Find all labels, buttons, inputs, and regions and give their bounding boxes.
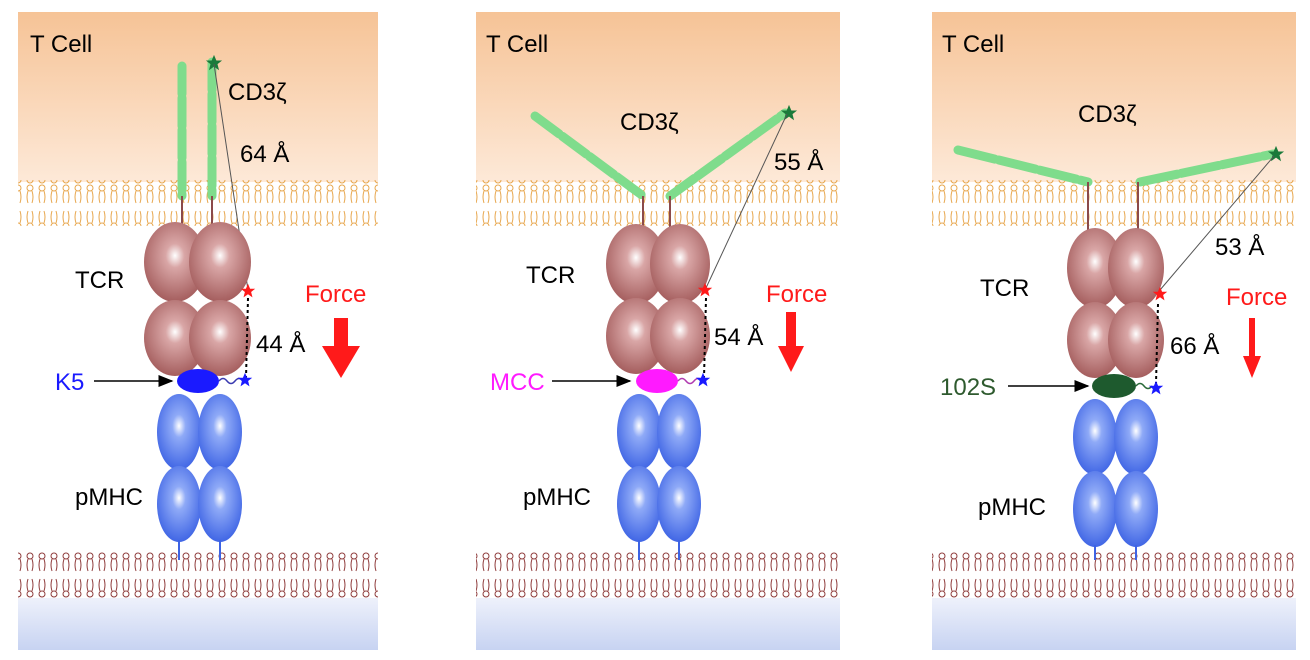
pmhc-complex	[1073, 399, 1158, 547]
apc-region	[18, 598, 378, 650]
apc-membrane	[476, 552, 840, 598]
peptide-label: MCC	[490, 369, 545, 396]
lower-distance: 54 Å	[714, 323, 763, 351]
peptide-star	[237, 372, 253, 387]
cell-label: T Cell	[30, 31, 92, 58]
cd3-label: CD3ζ	[1078, 101, 1137, 128]
apc-region	[932, 598, 1296, 650]
t-cell-region	[932, 12, 1296, 182]
upper-distance: 53 Å	[1215, 233, 1264, 261]
apc-region	[476, 598, 840, 650]
cd3-zeta-chains	[530, 108, 790, 201]
lower-distance-line	[703, 297, 707, 379]
t-cell-region	[476, 12, 840, 182]
force-arrow	[1243, 318, 1261, 378]
pmhc-label: pMHC	[978, 494, 1046, 521]
lower-distance-line	[1155, 303, 1159, 385]
panel-1: T Cell CD3ζ 64 Å TCR 44 Å Force	[18, 12, 378, 650]
panel-3: T Cell CD3ζ 53 Å TCR 66 Å Force 102S	[932, 12, 1296, 650]
peptide	[636, 369, 678, 393]
cell-label: T Cell	[942, 31, 1004, 58]
force-arrow	[778, 312, 804, 372]
tcr-complex	[606, 224, 710, 374]
force-arrow	[322, 318, 360, 378]
lower-distance: 66 Å	[1170, 332, 1219, 360]
upper-distance: 64 Å	[240, 140, 289, 168]
t-cell-membrane	[932, 180, 1296, 226]
t-cell-region	[18, 12, 378, 182]
tcr-label: TCR	[980, 275, 1029, 302]
cd3-zeta-chains	[177, 57, 217, 201]
cd3-label: CD3ζ	[228, 79, 287, 106]
upper-distance-line	[1159, 155, 1275, 291]
panel-2: T Cell CD3ζ 55 Å TCR 54 Å Force MCC	[476, 12, 840, 650]
upper-distance-line	[705, 113, 788, 289]
peptide-label: 102S	[940, 374, 996, 401]
apc-membrane	[18, 552, 378, 598]
pmhc-complex	[157, 394, 242, 542]
force-label: Force	[305, 281, 366, 308]
cell-label: T Cell	[486, 31, 548, 58]
peptide	[177, 369, 219, 393]
pmhc-label: pMHC	[523, 484, 591, 511]
force-label: Force	[766, 281, 827, 308]
apc-membrane	[932, 552, 1296, 598]
cd3-label: CD3ζ	[620, 109, 679, 136]
pmhc-label: pMHC	[75, 484, 143, 511]
tcr-label: TCR	[526, 262, 575, 289]
pmhc-complex	[617, 394, 701, 542]
cd3-zeta-chains	[953, 145, 1278, 187]
lower-distance-line	[245, 297, 249, 379]
t-cell-membrane	[476, 180, 840, 226]
peptide	[1092, 374, 1136, 398]
lower-distance: 44 Å	[256, 330, 305, 358]
t-cell-membrane	[18, 180, 378, 226]
upper-distance: 55 Å	[774, 148, 823, 176]
peptide-label: K5	[55, 369, 84, 396]
tcr-complex	[144, 222, 251, 376]
peptide-star	[695, 372, 711, 387]
force-label: Force	[1226, 284, 1287, 311]
tcr-complex	[1067, 228, 1164, 378]
tcr-label: TCR	[75, 267, 124, 294]
